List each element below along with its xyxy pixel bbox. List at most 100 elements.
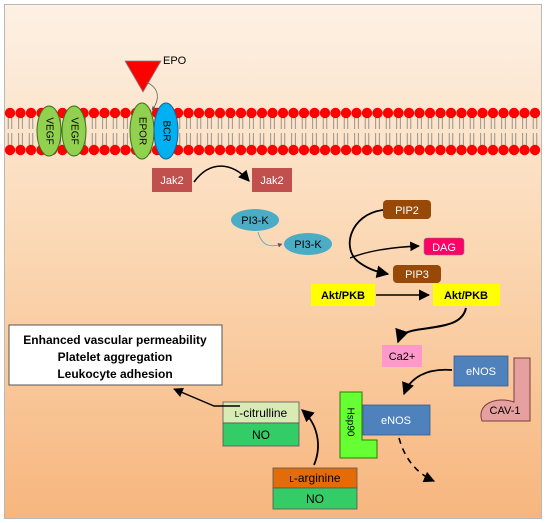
- lipid-head: [246, 144, 257, 156]
- lipid-head: [267, 107, 278, 119]
- lipid-head: [519, 144, 530, 156]
- lipid-head: [372, 144, 383, 156]
- receptor-bcr: BCR: [153, 102, 179, 160]
- cav1-shape: CAV-1: [480, 357, 531, 422]
- svg-text:Jak2: Jak2: [260, 175, 283, 187]
- lipid-head: [498, 144, 509, 156]
- lipid-head: [372, 107, 383, 119]
- lipid-head: [477, 144, 488, 156]
- svg-text:DAG: DAG: [432, 242, 456, 254]
- citrulline-label: L-citrulline: [235, 406, 288, 420]
- lipid-head: [4, 144, 16, 156]
- effect-line-2: Platelet aggregation: [58, 350, 173, 364]
- receptor-label: VEGF: [44, 117, 55, 144]
- lipid-head: [319, 107, 331, 119]
- receptor-label: VEGF: [69, 117, 80, 144]
- jak2-active: Jak2: [252, 168, 292, 192]
- lipid-head: [529, 107, 541, 119]
- lipid-head: [277, 107, 289, 119]
- arginine-no-label: NO: [306, 492, 324, 506]
- lipid-head: [193, 107, 205, 119]
- lipid-head: [456, 107, 467, 119]
- lipid-head: [435, 107, 446, 119]
- lipid-head: [487, 144, 499, 156]
- pi3k-active: PI3-K: [284, 233, 332, 255]
- svg-text:Jak2: Jak2: [160, 175, 183, 187]
- lipid-head: [246, 107, 257, 119]
- lipid-head: [508, 107, 520, 119]
- arginine-box: L-arginine NO: [272, 467, 358, 510]
- lipid-head: [319, 144, 331, 156]
- jak2-activation-arrow: [193, 165, 250, 183]
- lipid-head: [414, 107, 425, 119]
- lipid-head: [424, 144, 436, 156]
- enos-bound: eNOS: [362, 404, 431, 436]
- lipid-head: [298, 144, 310, 156]
- lipid-head: [519, 107, 530, 119]
- lipid-head: [4, 107, 16, 119]
- lipid-head: [477, 107, 488, 119]
- arginine-label: L-arginine: [289, 471, 340, 485]
- lipid-head: [456, 144, 467, 156]
- citrulline-to-effects-arrow: [173, 387, 240, 407]
- lipid-head: [183, 144, 194, 156]
- hsp90-shape: Hsp90: [339, 391, 378, 459]
- enos-free: eNOS: [453, 355, 509, 387]
- lipid-head: [529, 144, 541, 156]
- citrulline-box: L-citrulline NO: [222, 401, 300, 447]
- svg-text:Hsp90: Hsp90: [345, 408, 356, 437]
- lipid-head: [109, 107, 121, 119]
- lipid-head: [487, 107, 499, 119]
- lipid-head: [120, 107, 131, 119]
- jak2-inactive: Jak2: [152, 168, 192, 192]
- lipid-head: [120, 144, 131, 156]
- lipid-head: [288, 144, 299, 156]
- lipid-head: [235, 144, 247, 156]
- lipid-head: [288, 107, 299, 119]
- lipid-head: [393, 107, 404, 119]
- epo-label: EPO: [163, 55, 187, 67]
- enos-dashed-arrow: [398, 437, 436, 483]
- svg-text:PIP2: PIP2: [395, 205, 419, 217]
- lipid-tails: [7, 117, 538, 145]
- lipid-head: [204, 107, 215, 119]
- lipid-head: [351, 144, 362, 156]
- lipid-head: [235, 107, 247, 119]
- svg-text:Ca2+: Ca2+: [389, 351, 416, 363]
- lipid-head: [466, 144, 478, 156]
- lipid-head: [225, 107, 236, 119]
- receptor-vegf-1: VEGF: [36, 105, 62, 157]
- epo-binding-arrow: [145, 81, 158, 111]
- lipid-head: [204, 144, 215, 156]
- lipid-head: [361, 107, 373, 119]
- lipid-head: [25, 107, 37, 119]
- lipid-head: [508, 144, 520, 156]
- svg-text:Akt/PKB: Akt/PKB: [321, 290, 365, 302]
- pi3k-activation-arrow: [257, 231, 283, 248]
- lipid-head: [256, 144, 268, 156]
- effect-line-1: Enhanced vascular permeability: [23, 333, 207, 347]
- effect-line-3: Leukocyte adhesion: [57, 367, 172, 381]
- lipid-head: [277, 144, 289, 156]
- lipid-head: [351, 107, 362, 119]
- akt-inactive: Akt/PKB: [311, 284, 375, 306]
- lipid-head: [382, 144, 394, 156]
- svg-text:eNOS: eNOS: [381, 415, 411, 427]
- pip2-to-dag-arrow: [349, 241, 420, 259]
- lipid-head: [340, 107, 352, 119]
- arginine-to-citrulline-arrow: [301, 409, 319, 466]
- svg-text:Akt/PKB: Akt/PKB: [444, 290, 488, 302]
- lipid-head: [99, 107, 110, 119]
- lipid-head: [498, 107, 509, 119]
- lipid-head: [225, 144, 236, 156]
- lipid-head: [466, 107, 478, 119]
- akt-active: Akt/PKB: [433, 284, 500, 306]
- lipid-head: [88, 144, 100, 156]
- receptor-label: EPOR: [137, 117, 148, 145]
- lipid-head: [214, 107, 226, 119]
- lipid-head: [403, 144, 415, 156]
- akt-to-calcium-arrow: [395, 307, 467, 344]
- lipid-head: [25, 144, 37, 156]
- lipid-head: [193, 144, 205, 156]
